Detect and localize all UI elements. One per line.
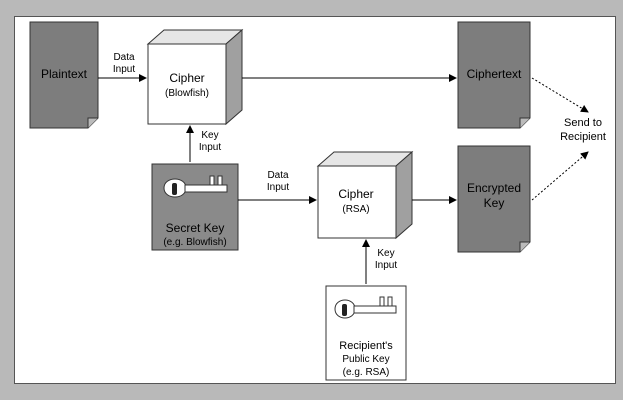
recipient-key-title: Recipient's [339, 340, 393, 352]
data-input-2-line2: Input [267, 182, 289, 193]
send-to-recipient-line1: Send to [564, 117, 602, 129]
secret-key-subtitle: (e.g. Blowfish) [163, 237, 226, 248]
plaintext-document: Plaintext [30, 22, 98, 128]
cipher-blowfish-title: Cipher [169, 71, 204, 85]
data-input-2-line1: Data [267, 170, 289, 181]
ciphertext-document: Ciphertext [458, 22, 530, 128]
secret-key-title: Secret Key [166, 221, 225, 235]
recipient-public-key-box: Recipient's Public Key (e.g. RSA) [326, 286, 406, 380]
data-input-1-line2: Input [113, 64, 135, 75]
arrow-ciphertext-to-send [532, 78, 588, 112]
ciphertext-label: Ciphertext [467, 67, 522, 81]
cipher-rsa-title: Cipher [338, 187, 373, 201]
encrypted-key-line1: Encrypted [467, 181, 521, 195]
recipient-key-line2: Public Key [342, 354, 389, 365]
plaintext-label: Plaintext [41, 67, 88, 81]
encrypted-key-document: Encrypted Key [458, 146, 530, 252]
key-input-1-line1: Key [201, 130, 218, 141]
key-input-2-line2: Input [375, 260, 397, 271]
key-input-2-line1: Key [377, 248, 394, 259]
cipher-blowfish-cube: Cipher (Blowfish) [148, 30, 242, 124]
cipher-rsa-cube: Cipher (RSA) [318, 152, 412, 238]
recipient-key-subtitle: (e.g. RSA) [343, 367, 390, 378]
send-to-recipient-line2: Recipient [560, 131, 606, 143]
secret-key-box: Secret Key (e.g. Blowfish) [152, 164, 238, 250]
cipher-rsa-subtitle: (RSA) [342, 204, 369, 215]
data-input-1-line1: Data [113, 52, 135, 63]
key-input-1-line2: Input [199, 142, 221, 153]
cipher-blowfish-subtitle: (Blowfish) [165, 88, 209, 99]
encrypted-key-line2: Key [484, 196, 505, 210]
arrow-encryptedkey-to-send [532, 152, 588, 200]
